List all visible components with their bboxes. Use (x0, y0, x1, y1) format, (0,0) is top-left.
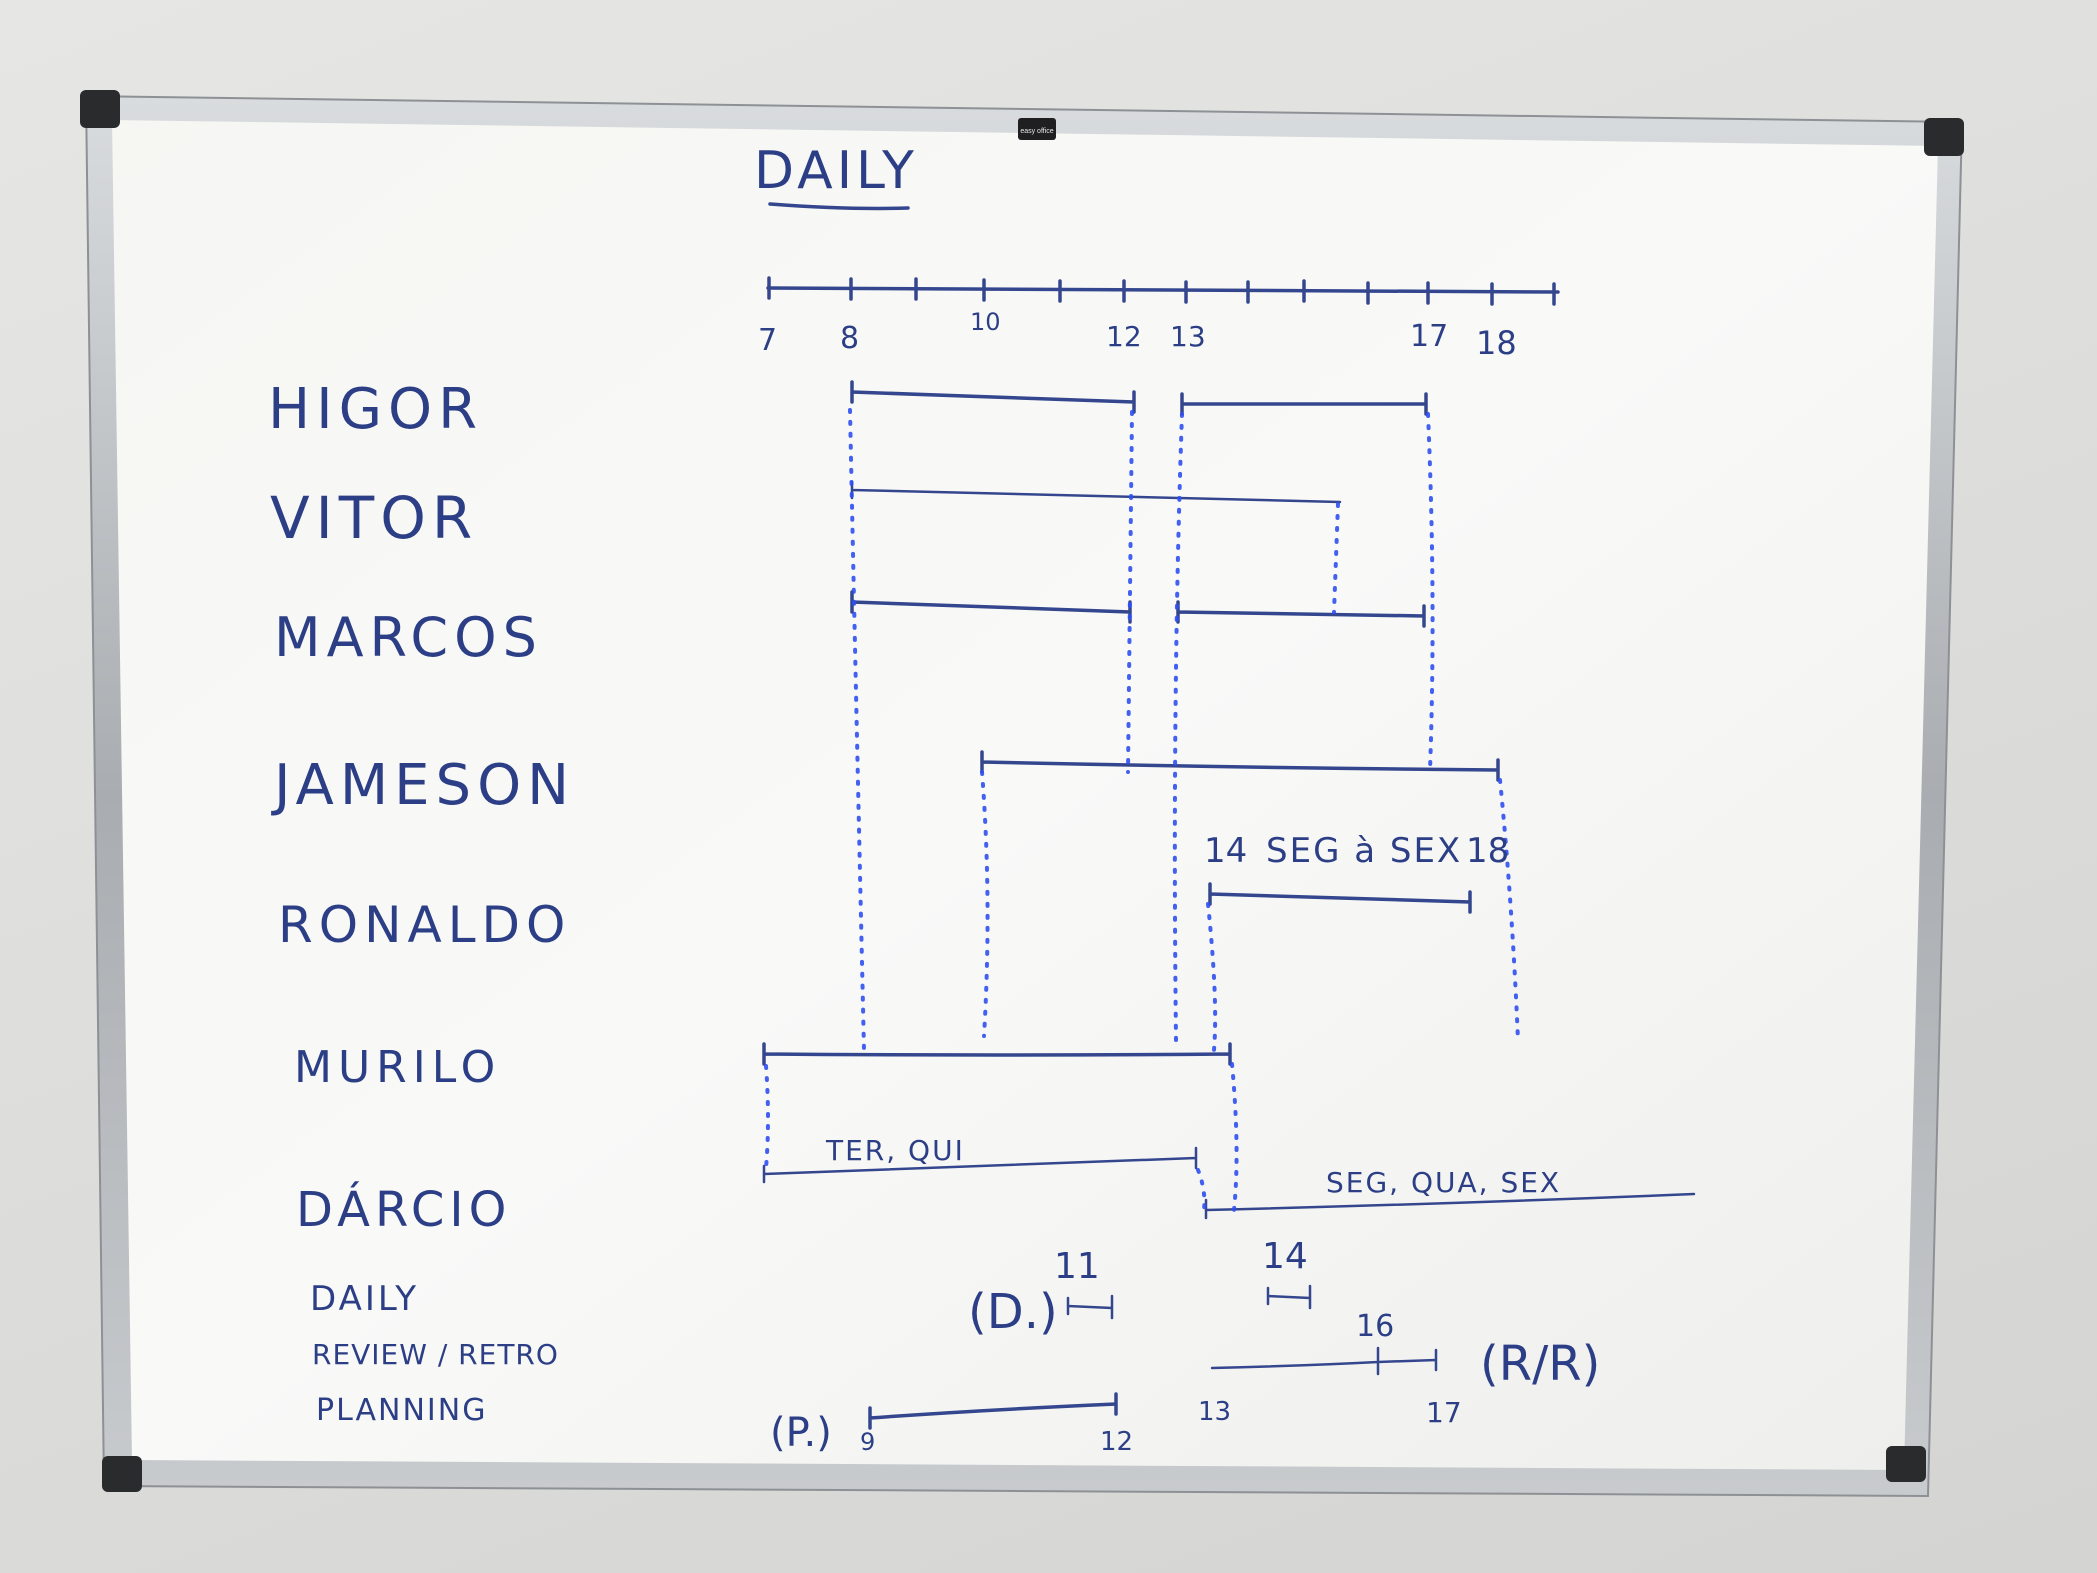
review-time-16: 16 (1356, 1309, 1394, 1344)
bar-darcio-ter-qui (762, 1146, 1198, 1184)
corner-cap-bl (102, 1456, 142, 1492)
planning-marker: (P.) (770, 1410, 832, 1456)
daily-time-14: 14 (1262, 1236, 1308, 1277)
review-time-13: 13 (1198, 1397, 1231, 1427)
planning-time-12: 12 (1100, 1427, 1133, 1457)
event-label-review: REVIEW / RETRO (312, 1338, 559, 1371)
bar-higor-morning (850, 380, 1136, 414)
brand-tag (1018, 118, 1056, 140)
row-name-vitor: VITOR (270, 484, 478, 552)
corner-cap-br (1886, 1446, 1926, 1482)
row-name-marcos: MARCOS (274, 606, 543, 669)
row-name-murilo: MURILO (294, 1042, 501, 1093)
corner-cap-tl (80, 90, 120, 128)
schedule-bars (762, 380, 1696, 1220)
review-slot (1210, 1346, 1438, 1376)
brand-tag-label: easy office (1020, 128, 1053, 135)
row-name-higor: HIGOR (268, 377, 483, 442)
row-name-jameson: JAMESON (271, 753, 575, 818)
axis-tick-label-13: 13 (1170, 320, 1206, 353)
corner-cap-tr (1924, 118, 1964, 156)
ronaldo-note-start: 14 (1204, 831, 1247, 871)
bar-higor-afternoon (1180, 392, 1428, 416)
ronaldo-note-text: SEG à SEX (1266, 831, 1462, 871)
review-time-17: 17 (1426, 1396, 1462, 1429)
board-title: DAILY (754, 141, 918, 201)
bar-jameson (980, 750, 1500, 782)
title-underline (768, 202, 910, 211)
axis-tick-label-17: 17 (1410, 319, 1448, 354)
row-name-darcio: DÁRCIO (296, 1181, 511, 1238)
bar-murilo (762, 1042, 1232, 1066)
daily-marker: (D.) (968, 1284, 1058, 1340)
axis-tick-label-10: 10 (970, 308, 1001, 336)
row-name-ronaldo: RONALDO (278, 896, 571, 954)
axis-tick-label-7: 7 (758, 323, 777, 358)
event-label-daily: DAILY (310, 1279, 419, 1319)
bar-ronaldo (1208, 882, 1472, 914)
time-axis (766, 276, 1560, 306)
review-marker: (R/R) (1480, 1336, 1600, 1392)
dotted-guides (764, 408, 1520, 1212)
planning-time-9: 9 (860, 1428, 875, 1456)
daily-slot-14 (1266, 1284, 1312, 1310)
daily-slot-11 (1066, 1294, 1114, 1320)
darcio-note-seg-qua-sex: SEG, QUA, SEX (1326, 1166, 1561, 1199)
planning-slot (868, 1392, 1118, 1430)
ronaldo-note-end: 18 (1466, 831, 1509, 871)
daily-time-11: 11 (1054, 1246, 1100, 1287)
event-label-planning: PLANNING (316, 1393, 487, 1428)
board-surface (112, 120, 1938, 1470)
bar-darcio-seg-qua-sex (1204, 1192, 1696, 1220)
axis-tick-label-12: 12 (1106, 320, 1142, 353)
axis-tick-label-8: 8 (840, 321, 859, 356)
darcio-note-ter-qui: TER, QUI (825, 1134, 965, 1167)
axis-tick-label-18: 18 (1476, 324, 1517, 362)
